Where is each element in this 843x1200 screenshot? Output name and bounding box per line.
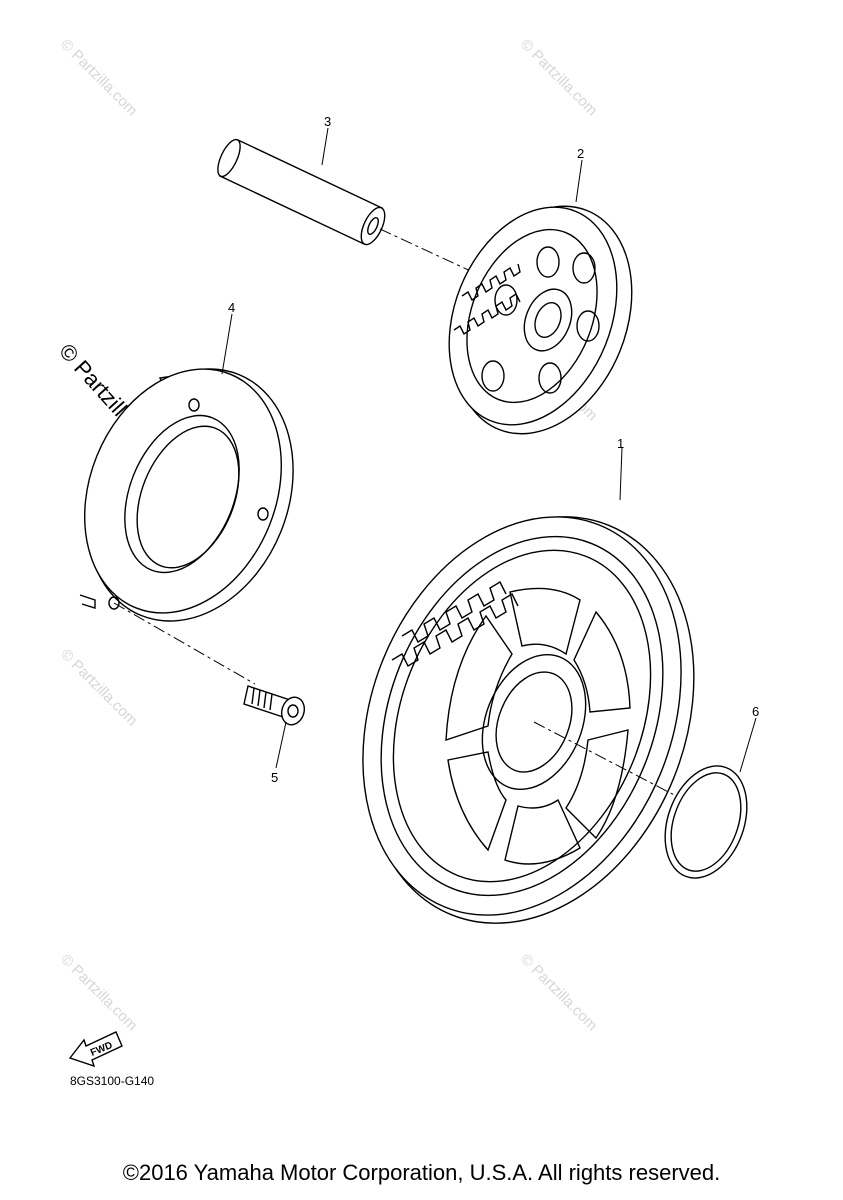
callouts: 1 2 3 4 5 6: [228, 114, 759, 785]
part-3-shaft: [217, 138, 491, 281]
part-2-idler-gear: [448, 205, 633, 435]
watermark-text: © Partzilla.com: [57, 646, 140, 729]
callout-5: 5: [271, 770, 278, 785]
copyright-text: ©2016 Yamaha Motor Corporation, U.S.A. A…: [122, 1160, 721, 1185]
fwd-arrow-icon: FWD: [68, 1031, 123, 1068]
part-6-ring: [664, 765, 748, 879]
leader-lines: [221, 127, 757, 773]
callout-6: 6: [752, 704, 759, 719]
part-5-bolt: [243, 685, 306, 726]
callout-4: 4: [228, 300, 235, 315]
watermark-text: © Partzilla.com: [57, 951, 140, 1034]
callout-1: 1: [617, 436, 624, 451]
callout-3: 3: [324, 114, 331, 129]
watermark-text: © Partzilla.com: [517, 951, 600, 1034]
watermark-text: © Partzilla.com: [57, 36, 140, 119]
part-1-starter-gear: [362, 516, 695, 924]
watermark-text: © Partzilla.com: [517, 36, 600, 119]
diagram-code: 8GS3100-G140: [70, 1074, 154, 1088]
callout-2: 2: [577, 146, 584, 161]
part-4-clutch-plate: [79, 368, 294, 685]
